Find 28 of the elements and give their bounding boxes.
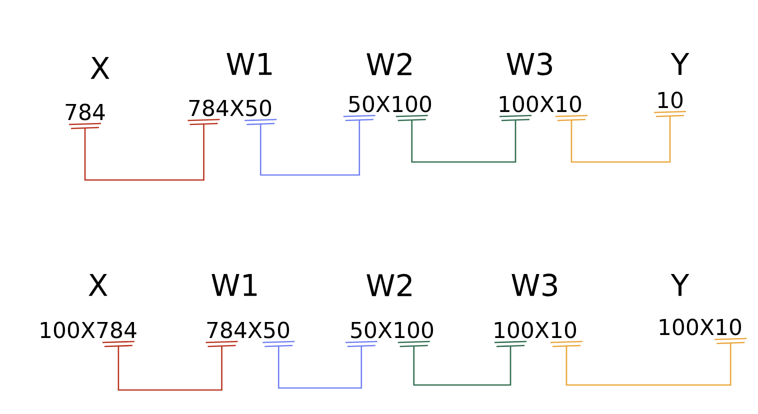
dimension-text: 100X10 bbox=[660, 318, 742, 336]
heading: W2 bbox=[366, 274, 412, 296]
bracket-connector bbox=[84, 124, 204, 181]
dimension-text: 100X784 bbox=[40, 322, 136, 338]
bracket-connector bbox=[570, 116, 671, 163]
bracket-connector bbox=[566, 344, 732, 386]
bracket-connector bbox=[260, 120, 360, 176]
dimension-text: 784X50 bbox=[207, 322, 290, 338]
heading: X bbox=[90, 57, 110, 79]
bracket-connector bbox=[118, 346, 222, 391]
heading: W3 bbox=[512, 274, 557, 296]
dimension-text: 50X100 bbox=[351, 322, 434, 338]
heading: W2 bbox=[366, 52, 412, 76]
bracket-connector bbox=[413, 346, 512, 386]
dimension-text: 100X10 bbox=[500, 96, 582, 112]
heading: Y bbox=[670, 274, 690, 296]
heading: W3 bbox=[506, 52, 552, 76]
bracket-connector bbox=[278, 346, 362, 389]
dimension-text: 10 bbox=[658, 92, 683, 108]
dimension-text: 100X10 bbox=[494, 322, 576, 338]
heading: W1 bbox=[226, 53, 272, 75]
heading: W1 bbox=[212, 274, 257, 296]
bracket-connector bbox=[411, 120, 516, 163]
dimension-text: 784X50 bbox=[189, 100, 272, 116]
dimension-text: 784 bbox=[66, 104, 105, 120]
heading: Y bbox=[670, 53, 690, 75]
dimension-text: 50X100 bbox=[349, 96, 432, 112]
heading: X bbox=[88, 274, 108, 296]
